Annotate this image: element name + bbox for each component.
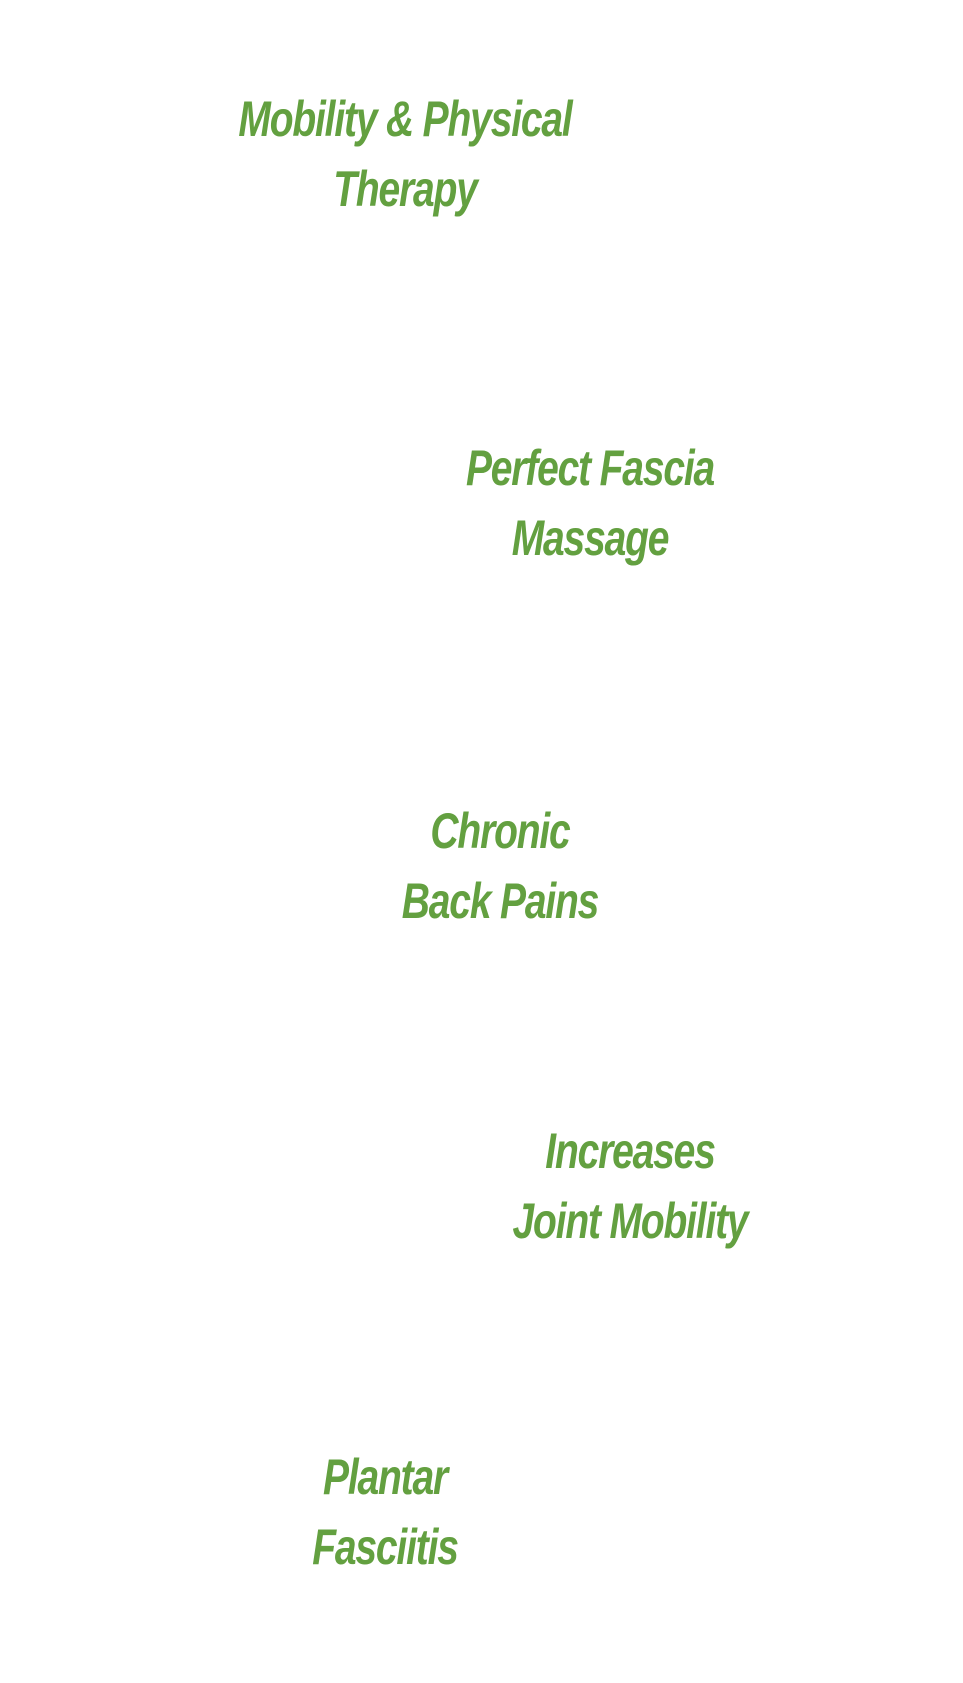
feature-line-2: Joint Mobility bbox=[512, 1193, 749, 1249]
feature-line-1: Mobility & Physical bbox=[238, 91, 572, 147]
feature-line-2: Therapy bbox=[333, 161, 478, 217]
feature-increases-joint-mobility: Increases Joint Mobility bbox=[482, 1116, 778, 1256]
feature-plantar-fasciitis: Plantar Fasciitis bbox=[295, 1442, 474, 1582]
feature-chronic-back-pains: Chronic Back Pains bbox=[383, 796, 617, 936]
feature-line-1: Perfect Fascia bbox=[465, 440, 715, 496]
feature-line-2: Back Pains bbox=[401, 873, 600, 929]
feature-perfect-fascia-massage: Perfect Fascia Massage bbox=[442, 433, 738, 573]
feature-line-1: Plantar bbox=[322, 1449, 448, 1505]
feature-line-2: Fasciitis bbox=[312, 1519, 459, 1575]
feature-line-1: Increases bbox=[545, 1123, 716, 1179]
feature-mobility-physical-therapy: Mobility & Physical Therapy bbox=[222, 84, 589, 224]
feature-line-2: Massage bbox=[511, 510, 670, 566]
feature-line-1: Chronic bbox=[430, 803, 570, 859]
